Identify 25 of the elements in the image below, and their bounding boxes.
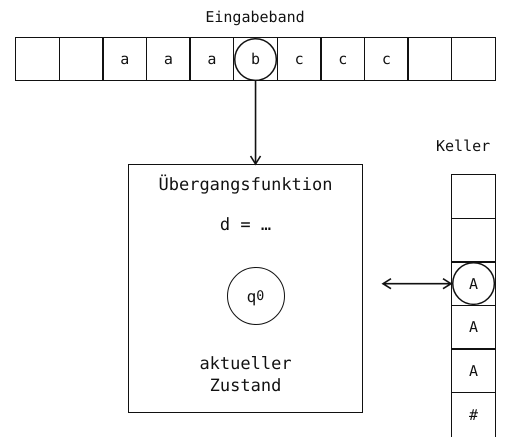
arrow [382,278,452,290]
tape-cell: c [320,37,366,81]
stack-cell: # [451,392,496,438]
stack-title: Keller [436,137,490,155]
stack-cell: A [451,348,496,394]
function-title: Übergangsfunktion [158,175,334,195]
stack-cell [451,174,496,220]
stack-cell [451,218,496,263]
function-formula: d = … [218,215,272,235]
state-caption: aktueller Zustand [198,353,293,397]
stack-cell: A [451,304,496,350]
tape-symbol: A [469,274,478,293]
tape-title: Eingabeband [204,8,306,26]
tape-cell [407,37,452,81]
tape-cell [58,37,104,81]
tape-cell: c [364,37,409,81]
tape-symbol: b [251,50,260,68]
tape-cell [15,37,60,81]
tape-cell: a [146,37,191,81]
tape-cell: a [189,37,234,81]
function-box [128,164,363,413]
arrow [250,81,262,165]
tape-cell: a [102,37,148,81]
tape-cell: c [276,37,322,81]
tape-cell [451,37,496,81]
